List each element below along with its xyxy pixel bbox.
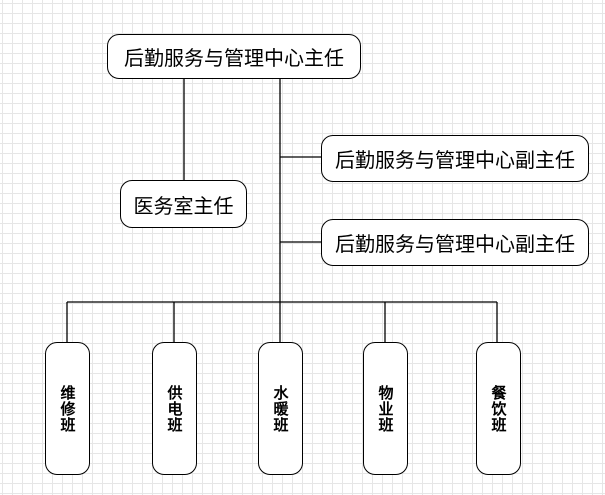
deputy-director-node-2: 后勤服务与管理中心副主任: [321, 219, 589, 266]
team-node-property: 物业班: [363, 342, 408, 475]
team-node-maintenance: 维修班: [45, 342, 90, 475]
deputy-director-node-1: 后勤服务与管理中心副主任: [321, 135, 589, 182]
director-label: 后勤服务与管理中心主任: [124, 46, 344, 70]
team-label: 物业班: [376, 384, 395, 433]
team-label: 餐饮班: [489, 384, 508, 433]
team-label: 维修班: [58, 384, 77, 433]
team-label: 水暖班: [271, 384, 290, 433]
director-node: 后勤服务与管理中心主任: [107, 34, 361, 79]
team-node-catering: 餐饮班: [476, 342, 521, 475]
clinic-director-node: 医务室主任: [120, 180, 247, 228]
team-node-plumbing-heating: 水暖班: [258, 342, 303, 475]
team-node-power-supply: 供电班: [152, 342, 197, 475]
deputy-director-label: 后勤服务与管理中心副主任: [335, 148, 575, 172]
clinic-director-label: 医务室主任: [133, 193, 234, 218]
deputy-director-label: 后勤服务与管理中心副主任: [335, 232, 575, 256]
team-label: 供电班: [165, 384, 184, 433]
